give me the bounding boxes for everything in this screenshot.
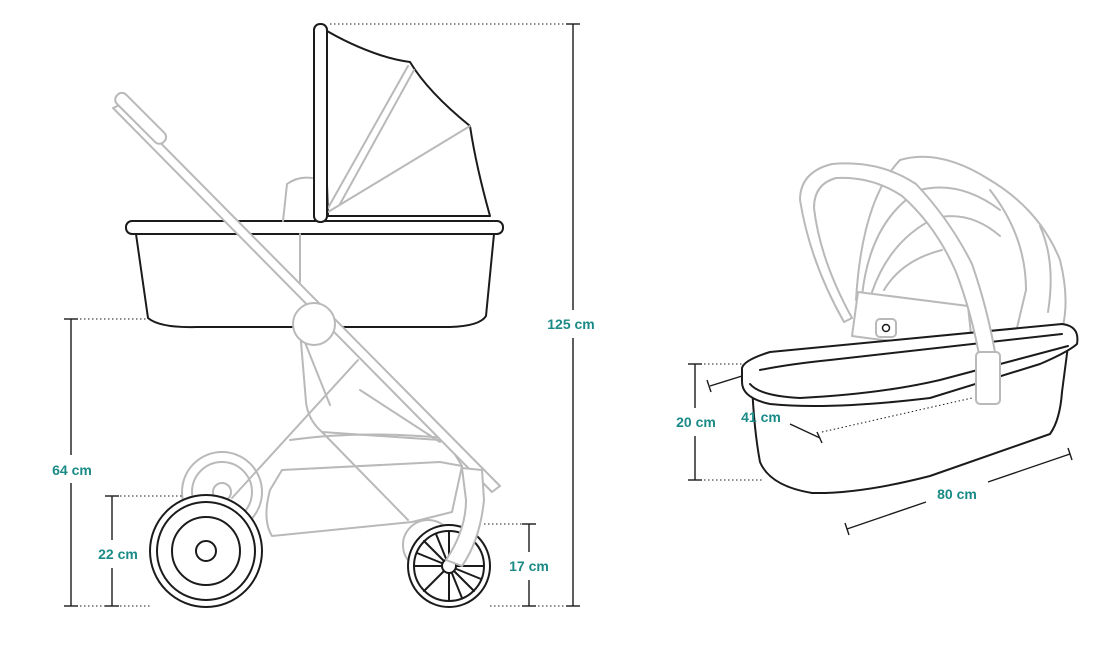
carrycot-hood [851,155,1067,353]
total-height-label: 125 cm [547,316,594,332]
carrycot-length-label: 80 cm [937,486,977,502]
seat-height-dimension: 64 cm [52,318,150,607]
seat-height-label: 64 cm [52,462,92,478]
stroller-illustration [112,23,504,608]
stroller-dimensions: 125 cm 64 cm 22 cm 17 [52,23,595,607]
carrycot-height-label: 20 cm [676,414,716,430]
front-wheel-dimension: 17 cm [484,523,549,607]
rear-wheel [149,494,263,608]
stroller-handle [112,91,501,493]
brand-logo-icon [881,323,891,333]
stroller-canopy [313,23,491,223]
carrycot-dimensions: 20 cm 41 cm 80 cm [676,363,1073,536]
rear-wheel-dimension: 22 cm [98,495,184,607]
carrycot-length-dimension: 80 cm [844,447,1073,536]
stroller-carrycot [125,176,504,329]
carrycot-width-label: 41 cm [741,409,781,425]
carrycot-illustration [741,155,1079,495]
front-wheel [407,467,491,608]
front-wheel-label: 17 cm [509,558,549,574]
stroller-chassis [231,329,463,537]
rear-wheel-label: 22 cm [98,546,138,562]
total-height-dimension: 125 cm [330,23,595,607]
carrycot-height-dimension: 20 cm [676,363,762,481]
carrycot-body [741,323,1079,495]
carrycot-handle [799,162,1001,405]
carrycot-width-dimension: 41 cm [706,375,973,444]
